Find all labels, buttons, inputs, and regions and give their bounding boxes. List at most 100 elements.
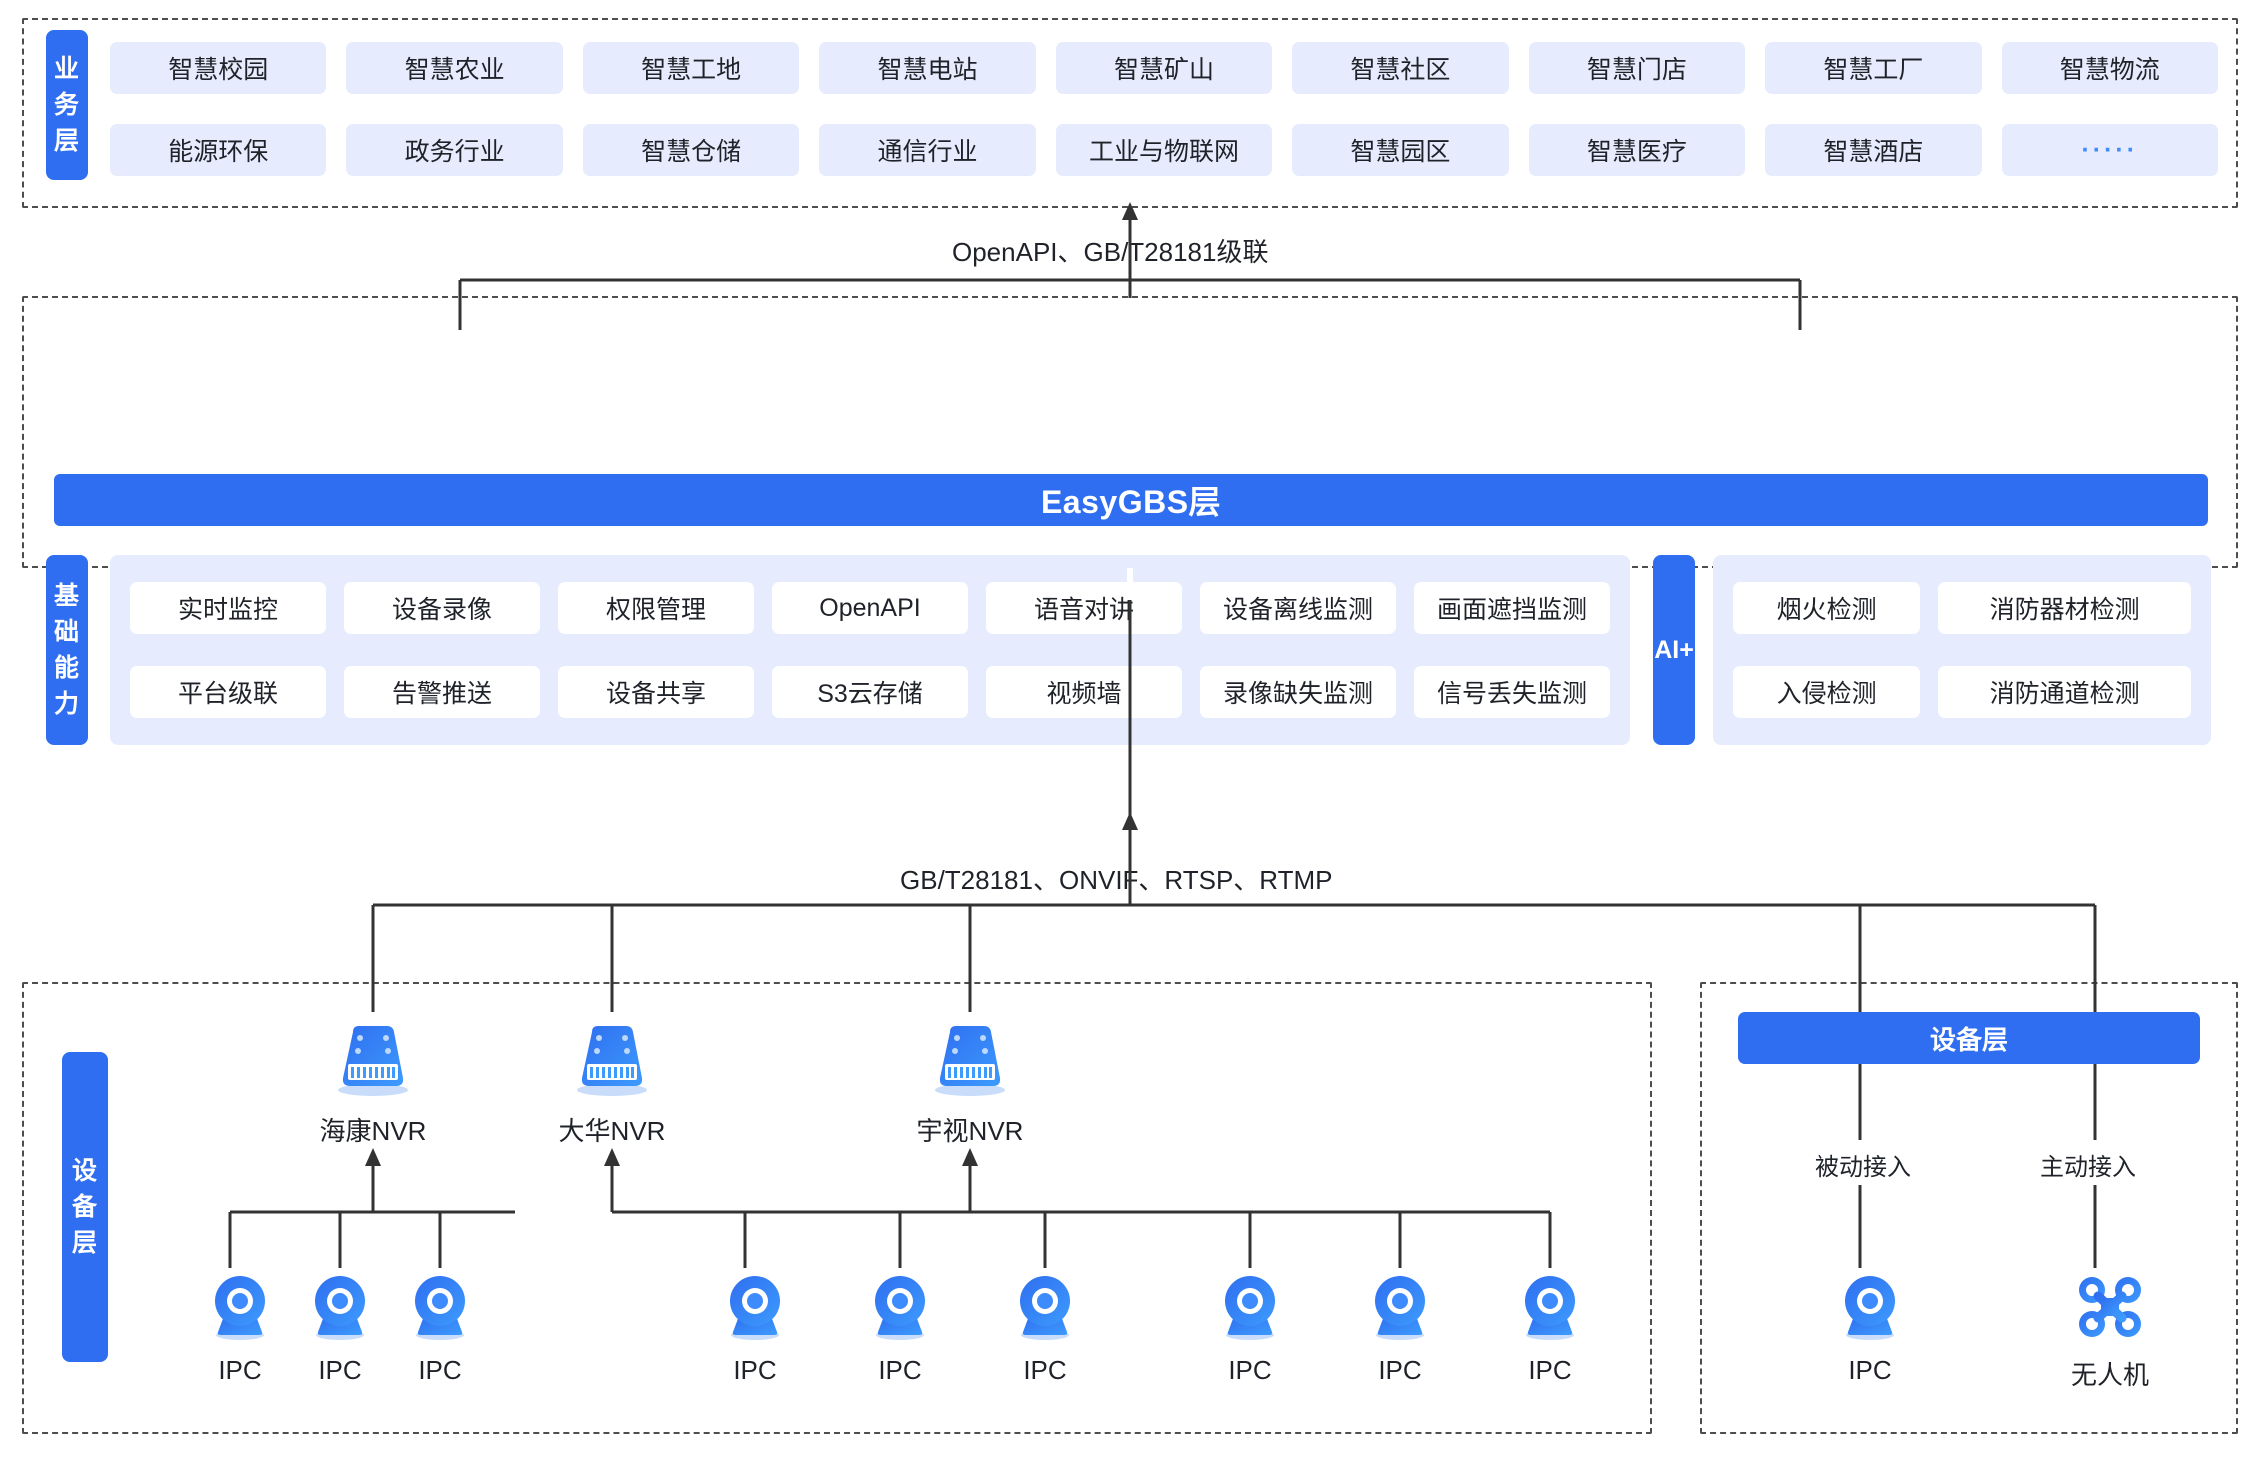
camera-icon (1364, 1272, 1436, 1349)
ai-grid: 烟火检测 消防器材检测 入侵检测 消防通道检测 (1733, 582, 2191, 718)
capability-chip[interactable]: 权限管理 (558, 582, 754, 634)
business-tab-char-0: 业 (53, 54, 80, 83)
nvr-node[interactable]: 大华NVR (552, 1020, 672, 1148)
easygbs-bar[interactable]: EasyGBS层 (54, 474, 2208, 526)
ipc-label: IPC (1023, 1355, 1067, 1385)
ipc-label: IPC (318, 1355, 362, 1385)
ipc-node[interactable]: IPC (710, 1272, 800, 1386)
ipc-label: IPC (218, 1355, 262, 1385)
capability-chip[interactable]: OpenAPI (772, 582, 968, 634)
device-layer-left-container (22, 982, 1652, 1434)
business-chip[interactable]: 智慧校园 (110, 42, 327, 94)
ipc-node[interactable]: IPC (1000, 1272, 1090, 1386)
business-chip[interactable]: 智慧矿山 (1055, 42, 1273, 94)
capability-chip[interactable]: 视频墙 (986, 666, 1182, 718)
capability-layer-tab: 基 础 能 力 (46, 555, 88, 745)
capability-chip[interactable]: 告警推送 (344, 666, 540, 718)
business-layer-tab: 业 务 层 (46, 30, 88, 180)
business-chip-ellipsis[interactable]: ····· (2001, 124, 2218, 176)
business-chip[interactable]: 能源环保 (110, 124, 327, 176)
camera-icon (1834, 1272, 1906, 1349)
business-chip-grid: 智慧校园 智慧农业 智慧工地 智慧电站 智慧矿山 智慧社区 智慧门店 智慧工厂 … (110, 42, 2218, 176)
ipc-label: IPC (1378, 1355, 1422, 1385)
ipc-node-right[interactable]: IPC (1825, 1272, 1915, 1386)
camera-icon (404, 1272, 476, 1349)
connector-bottom-label: GB/T28181、ONVIF、RTSP、RTMP (900, 865, 1333, 895)
capability-chip[interactable]: 信号丢失监测 (1414, 666, 1610, 718)
business-chip[interactable]: 智慧医疗 (1528, 124, 1746, 176)
capability-chip[interactable]: 平台级联 (130, 666, 326, 718)
ipc-label: IPC (1528, 1355, 1572, 1385)
camera-icon (204, 1272, 276, 1349)
camera-icon (1514, 1272, 1586, 1349)
business-chip[interactable]: 智慧酒店 (1765, 124, 1982, 176)
easygbs-layer-container (22, 296, 2238, 568)
ai-chip[interactable]: 入侵检测 (1733, 666, 1921, 718)
nvr-node[interactable]: 海康NVR (313, 1020, 433, 1148)
ipc-node[interactable]: IPC (295, 1272, 385, 1386)
camera-icon (719, 1272, 791, 1349)
capability-chip[interactable]: 语音对讲 (986, 582, 1182, 634)
capability-chip[interactable]: 画面遮挡监测 (1414, 582, 1610, 634)
business-chip[interactable]: 智慧社区 (1292, 42, 1509, 94)
business-chip[interactable]: 智慧电站 (819, 42, 1036, 94)
business-chip[interactable]: 智慧园区 (1292, 124, 1509, 176)
ipc-label: IPC (1228, 1355, 1272, 1385)
business-chip[interactable]: 智慧仓储 (582, 124, 800, 176)
capability-chip[interactable]: 设备离线监测 (1200, 582, 1396, 634)
active-access-label: 主动接入 (2040, 1154, 2136, 1181)
ai-chip[interactable]: 消防通道检测 (1938, 666, 2191, 718)
capability-tab-char-1: 础 (53, 617, 80, 646)
device-tab-char-0: 设 (71, 1156, 98, 1185)
capability-panel: 实时监控 设备录像 权限管理 OpenAPI 语音对讲 设备离线监测 画面遮挡监… (110, 555, 1630, 745)
device-layer-right-bar[interactable]: 设备层 (1738, 1012, 2200, 1064)
ipc-node[interactable]: IPC (1355, 1272, 1445, 1386)
connector-top-label: OpenAPI、GB/T28181级联 (952, 237, 1269, 267)
nvr-label: 大华NVR (558, 1116, 666, 1146)
camera-icon (304, 1272, 376, 1349)
ai-plus-tab: AI+ (1653, 555, 1695, 745)
ipc-label: IPC (1848, 1355, 1892, 1385)
ai-panel: 烟火检测 消防器材检测 入侵检测 消防通道检测 (1713, 555, 2211, 745)
camera-icon (1009, 1272, 1081, 1349)
device-tab-char-1: 备 (71, 1192, 98, 1221)
device-tab-char-2: 层 (71, 1229, 98, 1258)
ellipsis-text: ····· (2081, 135, 2139, 164)
capability-chip[interactable]: 设备共享 (558, 666, 754, 718)
ipc-label: IPC (418, 1355, 462, 1385)
ipc-node[interactable]: IPC (395, 1272, 485, 1386)
nvr-label: 宇视NVR (916, 1116, 1024, 1146)
ai-chip[interactable]: 消防器材检测 (1938, 582, 2191, 634)
capability-chip[interactable]: 设备录像 (344, 582, 540, 634)
drone-label: 无人机 (2070, 1360, 2149, 1390)
device-layer-right-container (1700, 982, 2238, 1434)
ipc-node[interactable]: IPC (855, 1272, 945, 1386)
ai-chip[interactable]: 烟火检测 (1733, 582, 1921, 634)
capability-chip[interactable]: 录像缺失监测 (1200, 666, 1396, 718)
business-tab-char-2: 层 (53, 127, 80, 156)
capability-chip[interactable]: S3云存储 (772, 666, 968, 718)
nvr-icon (329, 1020, 417, 1103)
capability-chip[interactable]: 实时监控 (130, 582, 326, 634)
ipc-label: IPC (878, 1355, 922, 1385)
business-chip[interactable]: 智慧农业 (346, 42, 563, 94)
business-chip[interactable]: 工业与物联网 (1055, 124, 1273, 176)
nvr-node[interactable]: 宇视NVR (910, 1020, 1030, 1148)
business-chip[interactable]: 智慧工地 (582, 42, 800, 94)
business-chip[interactable]: 智慧门店 (1528, 42, 1746, 94)
business-chip[interactable]: 智慧工厂 (1765, 42, 1982, 94)
capability-grid: 实时监控 设备录像 权限管理 OpenAPI 语音对讲 设备离线监测 画面遮挡监… (130, 582, 1610, 718)
ipc-node[interactable]: IPC (1205, 1272, 1295, 1386)
drone-node[interactable]: 无人机 (2055, 1272, 2165, 1392)
business-chip[interactable]: 通信行业 (819, 124, 1036, 176)
drone-icon (2074, 1272, 2146, 1349)
ipc-label: IPC (733, 1355, 777, 1385)
capability-tab-char-0: 基 (53, 581, 80, 610)
camera-icon (864, 1272, 936, 1349)
ipc-node[interactable]: IPC (195, 1272, 285, 1386)
nvr-icon (568, 1020, 656, 1103)
ipc-node[interactable]: IPC (1505, 1272, 1595, 1386)
business-chip[interactable]: 智慧物流 (2001, 42, 2218, 94)
passive-access-label: 被动接入 (1815, 1154, 1911, 1181)
business-chip[interactable]: 政务行业 (346, 124, 563, 176)
